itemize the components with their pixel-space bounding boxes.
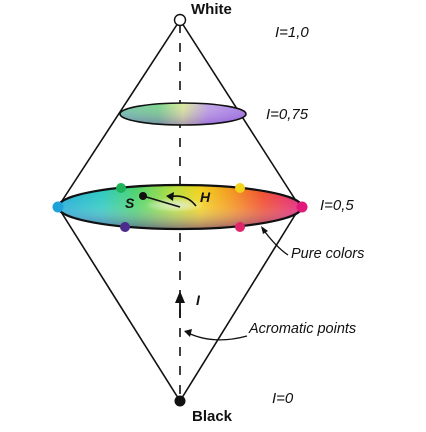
label-i-1: I=1,0 (275, 24, 309, 41)
label-s: S (125, 195, 135, 211)
hue-arrowhead (166, 192, 174, 201)
saturation-point (139, 192, 147, 200)
double-cone-outline (57, 19, 301, 402)
dot-cyan (52, 201, 64, 213)
pure-colors-leader-arrowhead (261, 226, 268, 234)
hue-saturation-indicator (142, 192, 197, 208)
dot-yellow (235, 183, 245, 193)
label-h: H (200, 189, 211, 205)
acromatic-leader-arrowhead (184, 329, 192, 337)
dot-magenta (296, 201, 308, 213)
white-apex-point (173, 13, 187, 27)
black-apex-point (174, 395, 186, 407)
pure-color-dots (52, 183, 308, 232)
lower-right-edge (179, 206, 301, 402)
label-black: Black (192, 408, 233, 425)
label-i-05: I=0,5 (320, 197, 354, 214)
dot-pink (235, 222, 245, 232)
label-pure-colors: Pure colors (291, 246, 364, 262)
label-white: White (191, 1, 232, 18)
acromatic-leader (187, 332, 248, 341)
label-i-075: I=0,75 (266, 106, 309, 123)
upper-left-edge (57, 19, 181, 208)
intensity-arrow (175, 291, 185, 318)
disk-i-075 (119, 102, 247, 126)
lower-left-edge (57, 206, 181, 402)
label-i-0: I=0 (272, 390, 294, 407)
saturation-vector (142, 195, 181, 208)
dot-purple (120, 222, 130, 232)
dot-green (116, 183, 126, 193)
label-axis-i: I (196, 292, 201, 308)
label-acromatic-points: Acromatic points (248, 321, 356, 337)
